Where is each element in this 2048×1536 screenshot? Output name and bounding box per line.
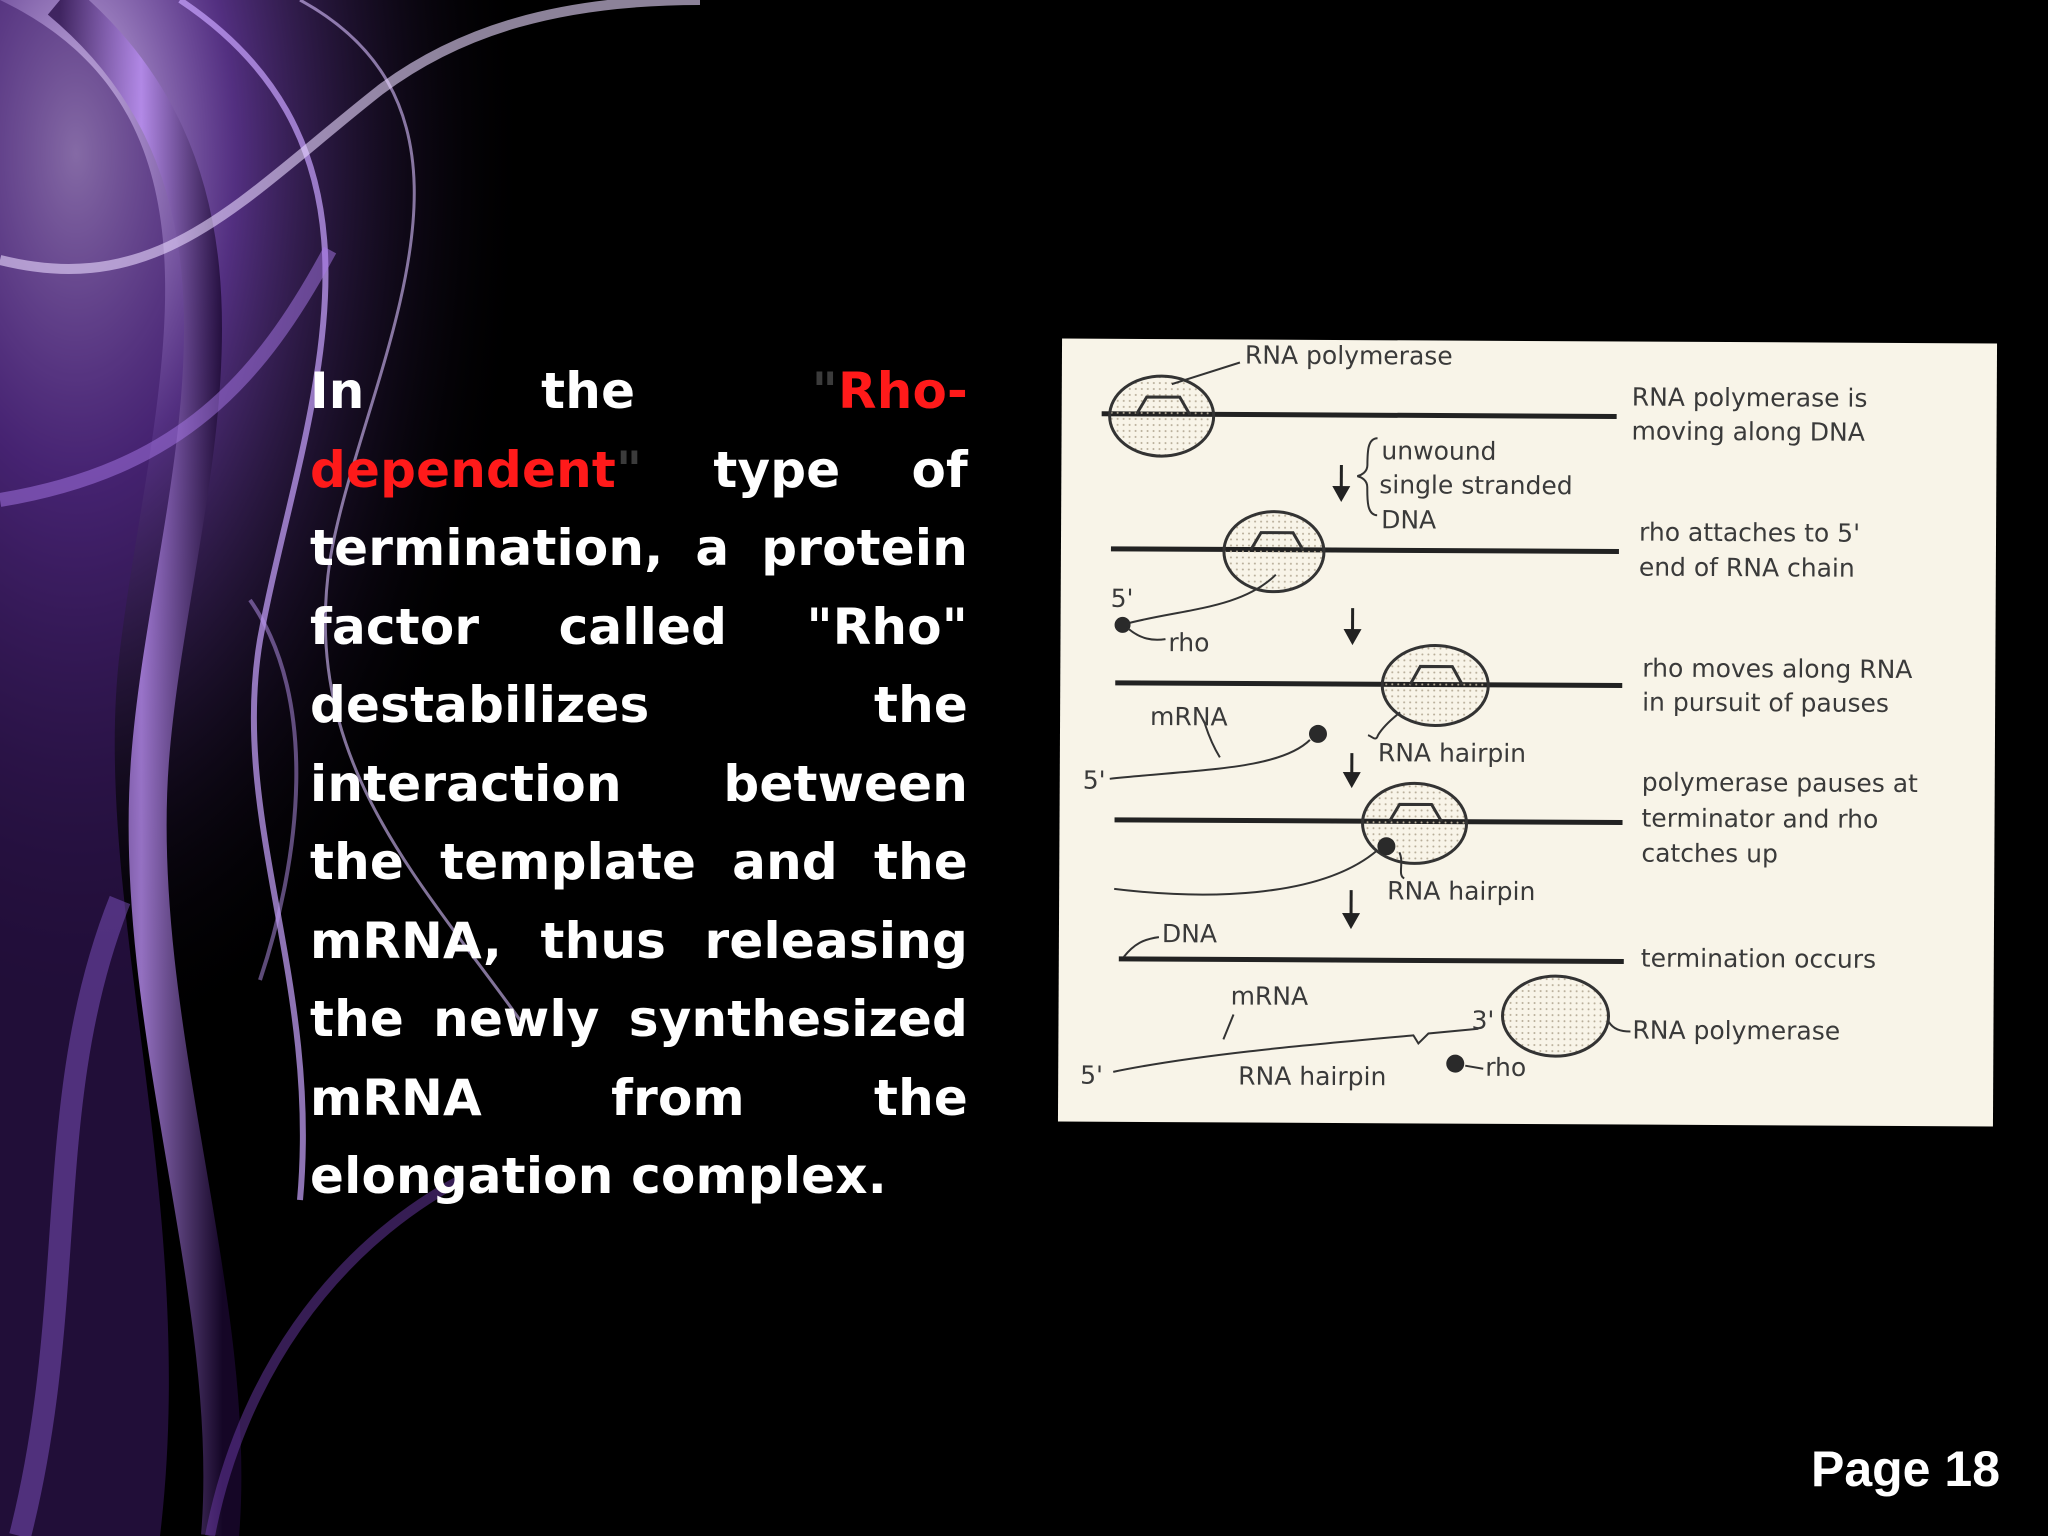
step-4-line-1: polymerase pauses at (1642, 768, 1918, 798)
mrna-chain-3 (1109, 739, 1311, 780)
body-rest: type of termination, a protein factor ca… (310, 440, 968, 1206)
label-mrna-5: mRNA (1231, 981, 1309, 1010)
highlight-term: Rho-dependent (310, 362, 968, 499)
label-rna-hairpin-3: RNA hairpin (1378, 738, 1526, 768)
step-3-line-2: in pursuit of pauses (1642, 688, 1889, 718)
polymerase-blob-3 (1380, 644, 1490, 728)
dna-strand-3 (1115, 680, 1623, 688)
label-five-prime-2: 5' (1111, 584, 1134, 613)
rho-dot-3 (1308, 724, 1327, 743)
dna-strand-5 (1118, 956, 1624, 965)
body-paragraph: In the "Rho-dependent" type of terminati… (310, 352, 968, 1216)
step-5-line-1: termination occurs (1641, 944, 1876, 974)
label-five-prime-3: 5' (1083, 766, 1106, 795)
step-1-line-1: RNA polymerase is (1632, 383, 1868, 413)
rho-dot-2 (1114, 616, 1131, 633)
step-2-line-2: end of RNA chain (1639, 553, 1855, 583)
step-4-line-2: terminator and rho (1641, 804, 1878, 834)
diagram-svg: RNA polymerase RNA polymerase is moving … (1080, 341, 1918, 1092)
label-rna-hairpin-5: RNA hairpin (1238, 1061, 1386, 1091)
polymerase-blob-released (1501, 974, 1611, 1058)
mrna-chain-4 (1114, 849, 1379, 896)
polymerase-blob-4 (1361, 781, 1469, 865)
step-2-line-1: rho attaches to 5' (1639, 518, 1860, 548)
polymerase-blob-2 (1222, 510, 1326, 594)
rho-dot-4 (1377, 837, 1396, 856)
page-number: Page 18 (1810, 1441, 2000, 1497)
step-4-line-3: catches up (1641, 839, 1778, 869)
step-3-line-1: rho moves along RNA (1642, 654, 1912, 684)
rho-dot-5 (1446, 1054, 1465, 1073)
mrna-chain-2 (1125, 573, 1277, 625)
polymerase-blob-1 (1108, 374, 1216, 458)
label-rho-2: rho (1168, 628, 1209, 657)
dna-strand-2 (1110, 546, 1619, 554)
body-intro: In the (310, 362, 812, 420)
quote-close: " (616, 440, 643, 499)
rho-termination-diagram: RNA polymerase RNA polymerase is moving … (1057, 338, 1998, 1127)
step-1-line-2: moving along DNA (1632, 417, 1865, 447)
label-five-prime-5: 5' (1080, 1061, 1103, 1090)
label-unwound: unwound (1381, 436, 1496, 466)
label-three-prime: 3' (1471, 1006, 1494, 1035)
label-single-stranded: single stranded (1379, 470, 1573, 500)
label-dna-5: DNA (1162, 919, 1217, 948)
mrna-released (1113, 1027, 1479, 1073)
label-rna-polymerase-top: RNA polymerase (1245, 341, 1453, 371)
quote-open: " (811, 362, 838, 420)
label-rho-5: rho (1485, 1053, 1526, 1082)
label-rna-polymerase-released: RNA polymerase (1632, 1016, 1840, 1046)
label-rna-hairpin-4: RNA hairpin (1387, 876, 1535, 906)
label-dna-bracket: DNA (1381, 505, 1436, 534)
bracket (1357, 437, 1378, 517)
label-mrna-3: mRNA (1150, 702, 1228, 731)
